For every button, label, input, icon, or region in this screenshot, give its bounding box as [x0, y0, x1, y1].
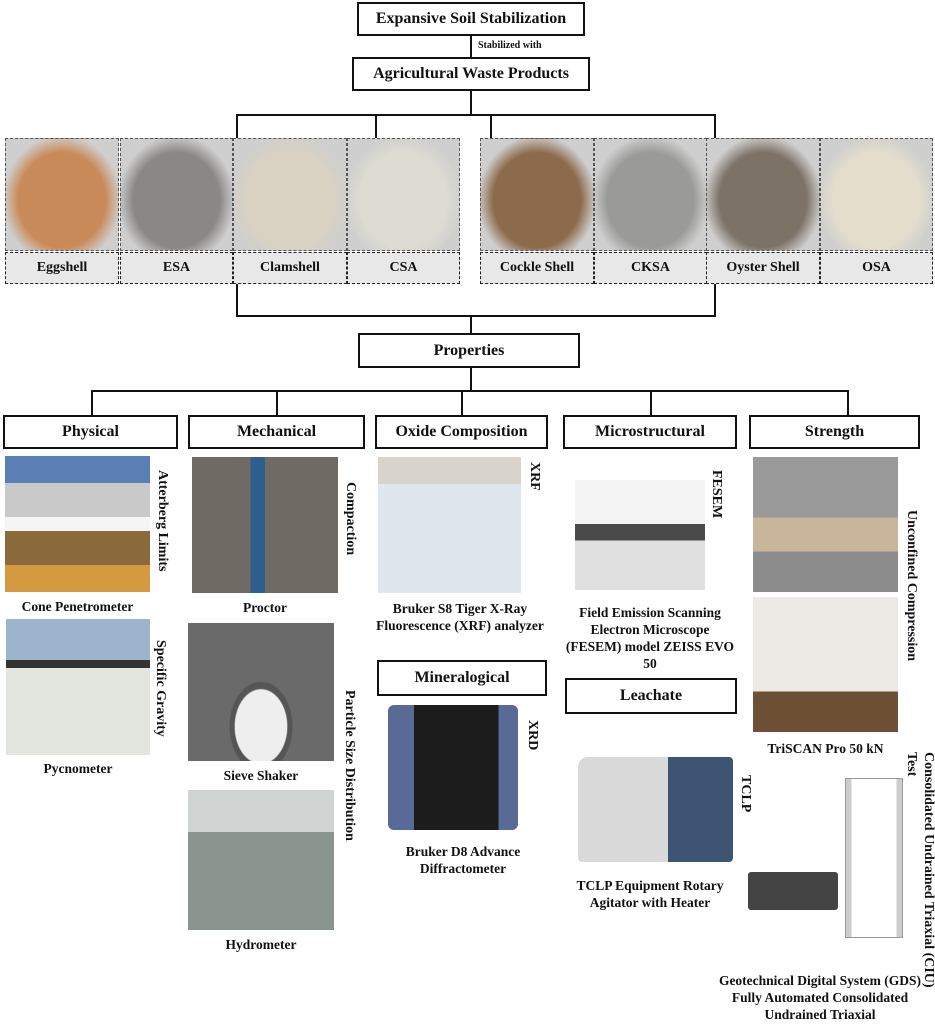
particle-size-distribution-label: Particle Size Distribution: [342, 690, 357, 841]
material-label: ESA: [120, 252, 233, 284]
material-photo-0: [5, 138, 119, 251]
cone-penetrometer-photo: [5, 456, 150, 592]
material-photo-2: [233, 138, 347, 251]
category-label: Microstructural: [595, 423, 705, 440]
connector-line: [236, 315, 716, 317]
gds-controller-photo: [748, 872, 838, 910]
connector-line: [91, 390, 849, 392]
cone-penetrometer-caption: Cone Penetrometer: [21, 599, 134, 614]
connector-line: [91, 390, 93, 415]
category-label: Mineralogical: [414, 669, 510, 686]
category-label: Strength: [804, 423, 865, 440]
material-photo-7: [820, 138, 933, 251]
category-physical: Physical: [3, 415, 178, 449]
material-label: Oyster Shell: [706, 252, 820, 284]
waste-header: Agricultural Waste Products: [373, 65, 569, 82]
waste-header-box: Agricultural Waste Products: [352, 57, 590, 91]
hydrometer-photo: [188, 790, 334, 930]
category-leachate: Leachate: [565, 678, 737, 714]
connector-line: [236, 284, 238, 316]
connector-line: [236, 114, 238, 138]
material-label: Clamshell: [233, 252, 347, 284]
unconfined-compression-photo: [753, 457, 898, 592]
connector-line: [714, 114, 716, 138]
category-strength: Strength: [749, 415, 920, 449]
pycnometer-caption: Pycnometer: [43, 761, 113, 776]
hydrometer-caption: Hydrometer: [225, 937, 297, 952]
material-photo-6: [706, 138, 820, 251]
atterberg-limits-label: Atterberg Limits: [155, 470, 170, 572]
material-photo-5: [594, 138, 707, 251]
category-label: Oxide Composition: [395, 423, 528, 440]
material-label: Eggshell: [5, 252, 119, 284]
cu-triaxial-label: Consolidated Undrained Triaxial (CIU) Te…: [904, 752, 935, 988]
fesem-label: FESEM: [709, 470, 724, 519]
connector-line: [847, 390, 849, 415]
material-photo-3: [347, 138, 460, 251]
material-photo-4: [480, 138, 594, 251]
properties-box: Properties: [358, 333, 580, 368]
category-microstructural: Microstructural: [563, 415, 737, 449]
fesem-caption: Field Emission Scanning Electron Microsc…: [565, 605, 735, 671]
category-mechanical: Mechanical: [188, 415, 365, 449]
material-label: Cockle Shell: [480, 252, 594, 284]
material-label: OSA: [820, 252, 933, 284]
connector-label: Stabilized with: [478, 40, 542, 51]
xrf-caption: Bruker S8 Tiger X-Ray Fluorescence (XRF)…: [376, 601, 544, 633]
sieve-shaker-photo: [188, 623, 334, 761]
xrd-label: XRD: [525, 720, 540, 751]
tclp-label: TCLP: [738, 775, 753, 813]
unconfined-compression-label: Unconfined Compression: [904, 510, 919, 662]
connector-line: [276, 390, 278, 415]
title-box: Expansive Soil Stabilization: [357, 2, 585, 36]
connector-line: [470, 36, 472, 57]
connector-line: [490, 114, 492, 138]
connector-line: [470, 91, 472, 115]
sieve-shaker-caption: Sieve Shaker: [223, 768, 299, 783]
properties-header: Properties: [433, 341, 505, 359]
proctor-caption: Proctor: [243, 600, 287, 615]
material-photo-1: [120, 138, 233, 251]
category-label: Leachate: [619, 687, 683, 704]
specific-gravity-label: Specific Gravity: [153, 640, 168, 737]
xrd-diffractometer-photo: [388, 705, 518, 830]
title: Expansive Soil Stabilization: [375, 10, 567, 27]
category-mineralogical: Mineralogical: [377, 660, 547, 696]
xrf-label: XRF: [527, 462, 542, 491]
category-label: Physical: [62, 423, 119, 440]
connector-line: [236, 114, 716, 116]
triscan-photo: [753, 597, 898, 732]
connector-line: [470, 368, 472, 391]
connector-line: [714, 284, 716, 316]
proctor-photo: [192, 457, 338, 593]
tclp-caption: TCLP Equipment Rotary Agitator with Heat…: [576, 878, 724, 910]
pycnometer-photo: [6, 619, 150, 755]
triscan-caption: TriSCAN Pro 50 kN: [767, 741, 884, 756]
gds-caption: Geotechnical Digital System (GDS) Fully …: [718, 973, 922, 1022]
xrd-caption: Bruker D8 Advance Diffractometer: [405, 844, 521, 876]
connector-line: [461, 390, 463, 415]
compaction-label: Compaction: [343, 482, 358, 556]
category-label: Mechanical: [236, 423, 317, 440]
material-label: CSA: [347, 252, 460, 284]
connector-line: [650, 390, 652, 415]
xrf-analyzer-photo: [378, 457, 521, 593]
gds-triaxial-photo: [845, 778, 903, 938]
connector-line: [470, 315, 472, 333]
tclp-agitator-photo: [578, 757, 733, 862]
fesem-photo: [575, 480, 705, 590]
material-label: CKSA: [594, 252, 707, 284]
category-oxide: Oxide Composition: [375, 415, 548, 449]
connector-line: [375, 114, 377, 138]
